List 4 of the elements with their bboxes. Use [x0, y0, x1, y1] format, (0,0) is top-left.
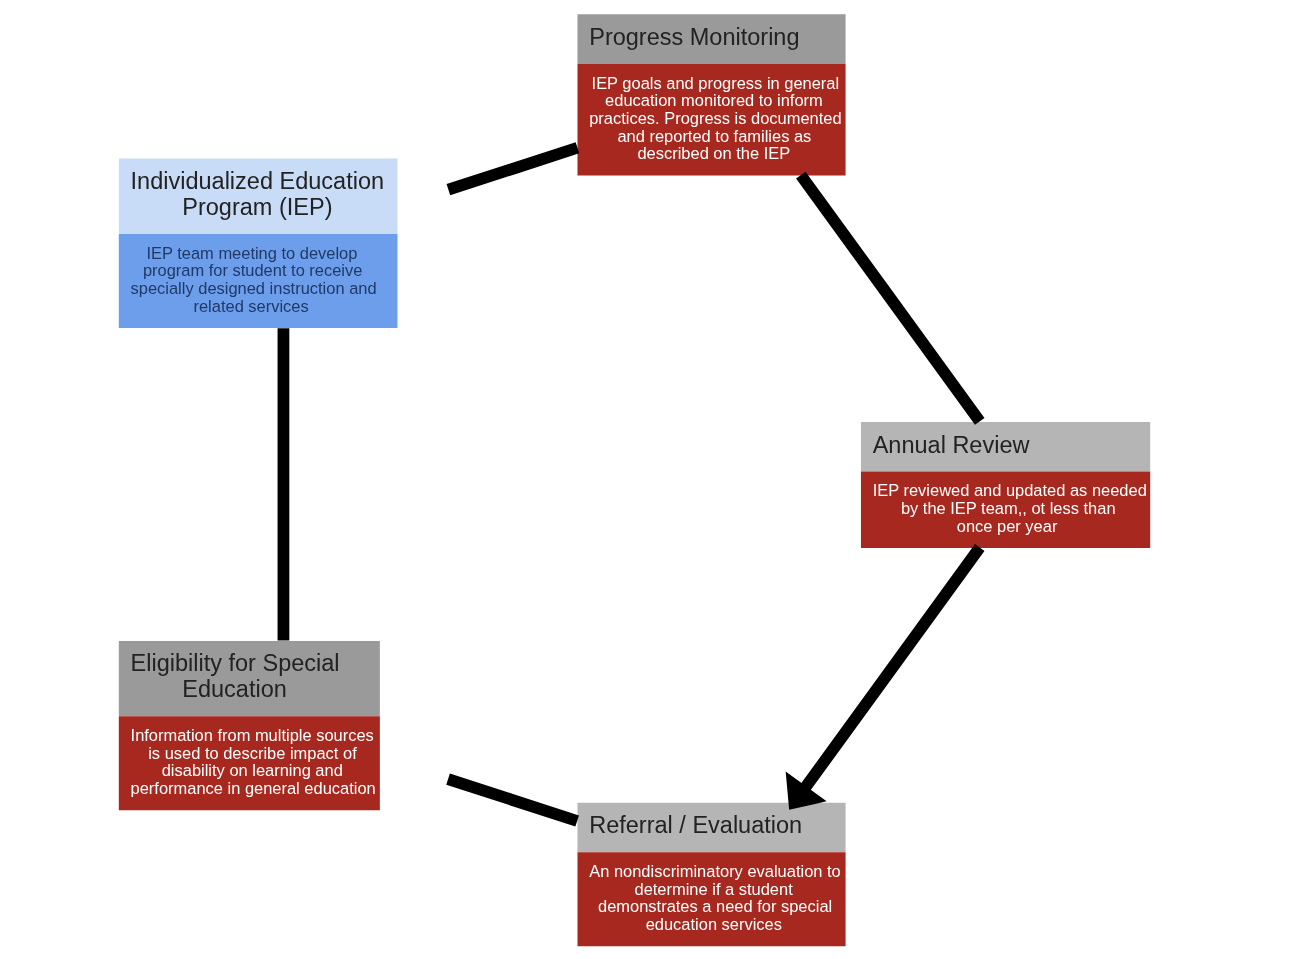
- connector: [446, 772, 579, 827]
- connector: [446, 141, 580, 195]
- connector: [277, 327, 290, 640]
- arrow: [785, 543, 985, 810]
